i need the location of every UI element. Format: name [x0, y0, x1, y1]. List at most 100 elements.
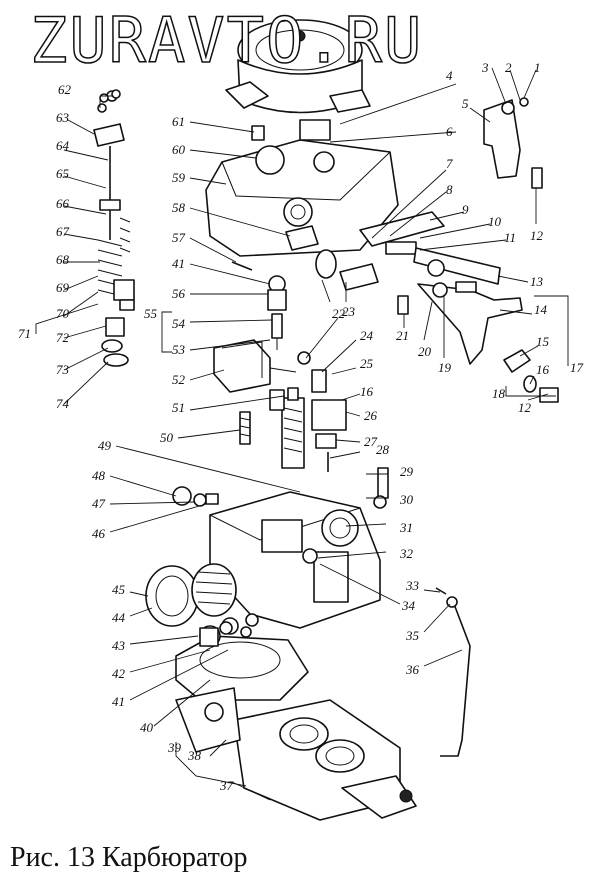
lever-assembly-7-13 [315, 211, 501, 291]
callout-24: 24 [360, 328, 374, 343]
callout-20: 20 [418, 344, 432, 359]
callout-54: 54 [172, 316, 186, 331]
parts-41-43 [199, 621, 252, 647]
callout-16-center: 16 [360, 384, 374, 399]
figure-caption: Рис. 13 Карбюратор [10, 842, 248, 873]
callout-60: 60 [172, 142, 186, 157]
callout-28: 28 [376, 442, 390, 457]
callout-56: 56 [172, 286, 186, 301]
callout-38: 38 [187, 748, 202, 763]
part-63-assembly [93, 90, 125, 240]
spring-part-61 [251, 125, 265, 141]
callout-46: 46 [92, 526, 106, 541]
callout-66: 66 [56, 196, 70, 211]
callout-18: 18 [492, 386, 506, 401]
callout-3: 3 [481, 60, 489, 75]
callout-73: 73 [56, 362, 70, 377]
parts-72-74 [101, 317, 129, 367]
diaphragm-cover-40 [175, 613, 309, 701]
callout-numbers: 1 2 3 4 5 6 7 8 9 10 11 12 13 14 15 16 1… [18, 60, 584, 793]
callout-25: 25 [360, 356, 374, 371]
callout-26: 26 [364, 408, 378, 423]
watermark-text: ZURAVTO.RU [29, 3, 424, 78]
parts-46-48 [172, 486, 219, 507]
callout-23: 23 [342, 304, 356, 319]
callout-70: 70 [56, 306, 70, 321]
callout-17: 17 [570, 360, 584, 375]
callout-12-bottom: 12 [518, 400, 532, 415]
carburetor-cover [205, 119, 399, 257]
callout-37: 37 [219, 778, 234, 793]
callout-4: 4 [446, 68, 453, 83]
callout-36: 36 [405, 662, 420, 677]
callout-51: 51 [172, 400, 185, 415]
callout-32: 32 [399, 546, 414, 561]
callout-61: 61 [172, 114, 185, 129]
callout-41-top: 41 [172, 256, 185, 271]
callout-64: 64 [56, 138, 70, 153]
carburetor-body [209, 491, 381, 629]
small-parts-15-16-12 [503, 349, 559, 403]
lever-assembly-14-19 [397, 281, 523, 365]
callout-63: 63 [56, 110, 70, 125]
callout-10: 10 [488, 214, 502, 229]
callout-65: 65 [56, 166, 70, 181]
screw-part-12-top [531, 167, 543, 189]
callout-48: 48 [92, 468, 106, 483]
callout-31: 31 [399, 520, 413, 535]
small-parts-33-35 [435, 587, 458, 608]
callout-74: 74 [56, 396, 70, 411]
callout-7: 7 [446, 156, 453, 171]
callout-15: 15 [536, 334, 550, 349]
callout-68: 68 [56, 252, 70, 267]
callout-leaders [35, 67, 569, 801]
callout-67: 67 [56, 224, 70, 239]
accelerator-pump-assembly [239, 387, 305, 469]
callout-52: 52 [172, 372, 186, 387]
callout-69: 69 [56, 280, 70, 295]
callout-19: 19 [438, 360, 452, 375]
throttle-body [175, 687, 417, 821]
callout-6: 6 [446, 124, 453, 139]
bracket-part-5 [483, 97, 529, 179]
callout-11: 11 [504, 230, 516, 245]
callout-58: 58 [172, 200, 186, 215]
callout-22: 22 [332, 306, 346, 321]
callout-62: 62 [58, 82, 72, 97]
springs-64-70 [97, 217, 135, 311]
air-inlet-horn [225, 19, 371, 114]
callout-29: 29 [400, 464, 414, 479]
callout-47: 47 [92, 496, 106, 511]
callout-21: 21 [396, 328, 409, 343]
callout-45: 45 [112, 582, 126, 597]
pin-part-57 [231, 261, 253, 271]
callout-34: 34 [401, 598, 416, 613]
callout-8: 8 [446, 182, 453, 197]
callout-2: 2 [505, 60, 512, 75]
callout-43: 43 [112, 638, 126, 653]
callout-49: 49 [98, 438, 112, 453]
callout-59: 59 [172, 170, 186, 185]
callout-44: 44 [112, 610, 126, 625]
callout-39: 39 [167, 740, 182, 755]
callout-41-bottom: 41 [112, 694, 125, 709]
callout-30: 30 [399, 492, 414, 507]
callout-40: 40 [140, 720, 154, 735]
callout-27: 27 [364, 434, 378, 449]
small-parts-23-30 [297, 351, 389, 509]
callout-72: 72 [56, 330, 70, 345]
callout-13: 13 [530, 274, 544, 289]
callout-14: 14 [534, 302, 548, 317]
callout-12-top: 12 [530, 228, 544, 243]
callout-71: 71 [18, 326, 31, 341]
callout-50: 50 [160, 430, 174, 445]
callout-1: 1 [534, 60, 541, 75]
callout-55: 55 [144, 306, 158, 321]
callout-42: 42 [112, 666, 126, 681]
callout-5: 5 [462, 96, 469, 111]
callout-9: 9 [462, 202, 469, 217]
float-chamber-needle-valve [267, 275, 287, 350]
rod-part-36 [440, 603, 471, 757]
